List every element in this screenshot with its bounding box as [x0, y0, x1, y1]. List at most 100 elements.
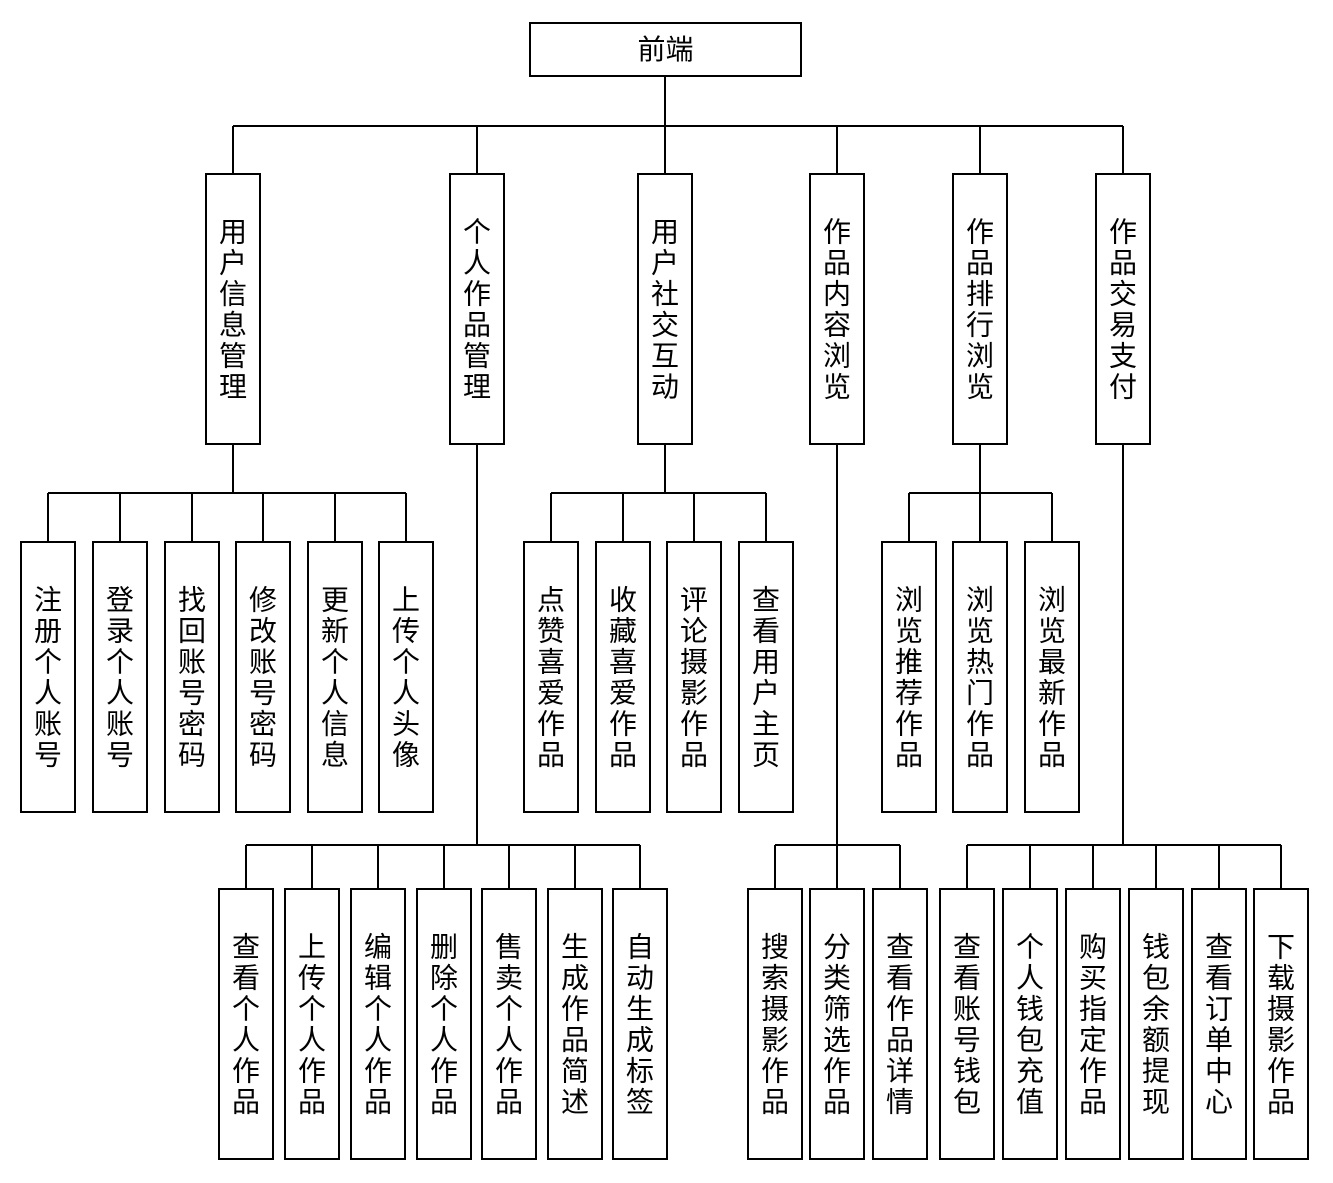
module-node: 用户信息管理 — [205, 173, 261, 445]
function-node-box — [1002, 888, 1058, 1160]
function-node-box — [747, 888, 803, 1160]
function-node: 浏览热门作品 — [952, 541, 1008, 813]
function-node: 删除个人作品 — [416, 888, 472, 1160]
function-node-box — [1024, 541, 1080, 813]
function-node: 生成作品简述 — [547, 888, 603, 1160]
function-node-box — [307, 541, 363, 813]
function-node-box — [1191, 888, 1247, 1160]
function-node-box — [378, 541, 434, 813]
function-label: 钱包余额提现 — [1142, 930, 1170, 1118]
function-node: 搜索摄影作品 — [747, 888, 803, 1160]
function-node: 钱包余额提现 — [1128, 888, 1184, 1160]
function-node-box — [881, 541, 937, 813]
function-node: 查看订单中心 — [1191, 888, 1247, 1160]
function-node-box — [547, 888, 603, 1160]
function-node: 上传个人头像 — [378, 541, 434, 813]
function-node-box — [939, 888, 995, 1160]
function-label: 售卖个人作品 — [495, 930, 523, 1118]
function-node: 登录个人账号 — [92, 541, 148, 813]
module-label: 用户信息管理 — [219, 215, 247, 403]
function-node-box — [481, 888, 537, 1160]
function-label: 查看用户主页 — [752, 583, 780, 771]
root-label: 前端 — [637, 33, 693, 66]
function-node-box — [235, 541, 291, 813]
function-node: 分类筛选作品 — [809, 888, 865, 1160]
function-node-box — [666, 541, 722, 813]
module-node-box — [952, 173, 1008, 445]
module-node: 作品排行浏览 — [952, 173, 1008, 445]
function-label: 点赞喜爱作品 — [537, 583, 565, 771]
function-node-box — [284, 888, 340, 1160]
function-node-box — [872, 888, 928, 1160]
function-node: 查看作品详情 — [872, 888, 928, 1160]
function-node-box — [92, 541, 148, 813]
function-node: 评论摄影作品 — [666, 541, 722, 813]
function-label: 自动生成标签 — [626, 930, 654, 1118]
function-node: 更新个人信息 — [307, 541, 363, 813]
module-node-box — [809, 173, 865, 445]
connector-lines — [47, 76, 1282, 889]
function-label: 搜索摄影作品 — [761, 930, 789, 1118]
function-node: 浏览推荐作品 — [881, 541, 937, 813]
function-node: 自动生成标签 — [612, 888, 668, 1160]
module-node-box — [637, 173, 693, 445]
function-node: 修改账号密码 — [235, 541, 291, 813]
function-node: 个人钱包充值 — [1002, 888, 1058, 1160]
function-node: 收藏喜爱作品 — [595, 541, 651, 813]
module-label: 作品交易支付 — [1109, 215, 1137, 403]
function-node: 编辑个人作品 — [350, 888, 406, 1160]
function-label: 查看账号钱包 — [953, 930, 981, 1118]
module-label: 个人作品管理 — [463, 215, 491, 403]
function-label: 查看订单中心 — [1205, 930, 1233, 1118]
function-node: 找回账号密码 — [164, 541, 220, 813]
function-label: 修改账号密码 — [249, 583, 277, 771]
function-label: 登录个人账号 — [106, 583, 134, 771]
function-label: 查看作品详情 — [886, 930, 914, 1118]
module-node: 作品交易支付 — [1095, 173, 1151, 445]
function-node-box — [1128, 888, 1184, 1160]
function-node: 购买指定作品 — [1065, 888, 1121, 1160]
function-label: 评论摄影作品 — [680, 583, 708, 771]
function-node-box — [1253, 888, 1309, 1160]
function-node: 下载摄影作品 — [1253, 888, 1309, 1160]
function-node-box — [952, 541, 1008, 813]
function-label: 找回账号密码 — [178, 583, 206, 771]
function-label: 个人钱包充值 — [1016, 930, 1044, 1118]
module-node-box — [205, 173, 261, 445]
function-label: 注册个人账号 — [34, 583, 62, 771]
function-node-box — [164, 541, 220, 813]
module-node: 用户社交互动 — [637, 173, 693, 445]
function-node-box — [350, 888, 406, 1160]
root-node: 前端 — [529, 22, 802, 77]
function-node-box — [738, 541, 794, 813]
function-label: 分类筛选作品 — [823, 930, 851, 1118]
module-label: 作品内容浏览 — [823, 215, 851, 403]
function-node: 上传个人作品 — [284, 888, 340, 1160]
root-node-box — [529, 22, 802, 77]
function-node: 注册个人账号 — [20, 541, 76, 813]
function-node: 查看用户主页 — [738, 541, 794, 813]
function-node-box — [523, 541, 579, 813]
function-node: 查看账号钱包 — [939, 888, 995, 1160]
module-label: 作品排行浏览 — [966, 215, 994, 403]
function-node: 点赞喜爱作品 — [523, 541, 579, 813]
function-node: 查看个人作品 — [218, 888, 274, 1160]
function-label: 浏览热门作品 — [966, 583, 994, 771]
diagram-nodes: 前端用户信息管理注册个人账号登录个人账号找回账号密码修改账号密码更新个人信息上传… — [20, 22, 1309, 1160]
function-node-box — [1065, 888, 1121, 1160]
function-label: 上传个人作品 — [298, 930, 326, 1118]
function-label: 更新个人信息 — [321, 583, 349, 771]
module-node: 个人作品管理 — [449, 173, 505, 445]
module-node: 作品内容浏览 — [809, 173, 865, 445]
function-label: 生成作品简述 — [561, 930, 589, 1118]
function-node: 浏览最新作品 — [1024, 541, 1080, 813]
module-node-box — [449, 173, 505, 445]
function-label: 浏览最新作品 — [1038, 583, 1066, 771]
function-node: 售卖个人作品 — [481, 888, 537, 1160]
function-label: 购买指定作品 — [1079, 930, 1107, 1118]
function-node-box — [809, 888, 865, 1160]
function-label: 上传个人头像 — [392, 583, 420, 771]
function-label: 编辑个人作品 — [364, 930, 392, 1118]
